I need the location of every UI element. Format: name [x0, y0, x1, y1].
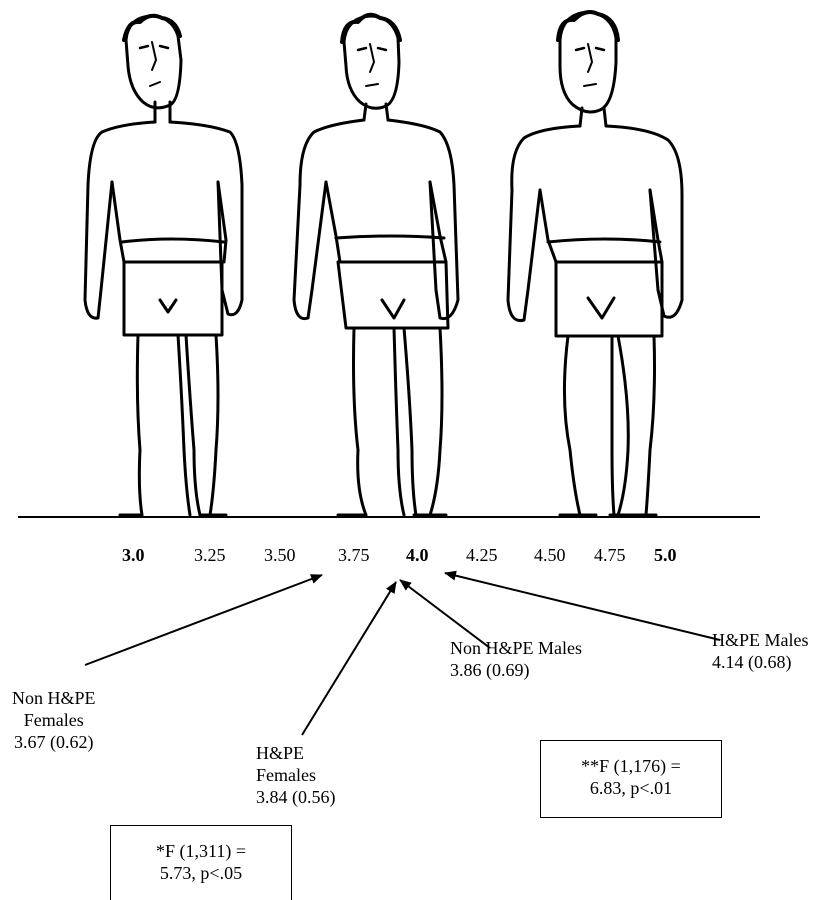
tick-3-0: 3.0 [122, 545, 145, 566]
females-stat-box: *F (1,311) = 5.73, p<.05 [110, 825, 292, 900]
tick-4-75: 4.75 [594, 545, 626, 566]
medium-figure [294, 15, 458, 515]
large-figure [508, 12, 682, 515]
tick-3-50: 3.50 [264, 545, 296, 566]
stat-line: 5.73, p<.05 [111, 862, 291, 884]
tick-4-0: 4.0 [406, 545, 429, 566]
label-line: Females [256, 764, 336, 786]
tick-4-25: 4.25 [466, 545, 498, 566]
tick-3-25: 3.25 [194, 545, 226, 566]
arrow-non-hpe-females [85, 575, 322, 665]
stat-line: **F (1,176) = [541, 755, 721, 777]
males-stat-box: **F (1,176) = 6.83, p<.01 [540, 740, 722, 818]
label-line: 3.84 (0.56) [256, 786, 336, 808]
label-non-hpe-females: Non H&PE Females 3.67 (0.62) [12, 687, 96, 753]
tick-5-0: 5.0 [654, 545, 677, 566]
stat-line: 6.83, p<.01 [541, 777, 721, 799]
arrow-hpe-females [302, 582, 396, 735]
label-hpe-females: H&PE Females 3.84 (0.56) [256, 742, 336, 808]
label-line: Non H&PE [12, 687, 96, 709]
label-line: Females [12, 709, 96, 731]
tick-3-75: 3.75 [338, 545, 370, 566]
label-non-hpe-males: Non H&PE Males 3.86 (0.69) [450, 637, 582, 681]
label-line: H&PE Males [712, 629, 809, 651]
label-line: 3.86 (0.69) [450, 659, 582, 681]
label-line: Non H&PE Males [450, 637, 582, 659]
slim-figure [85, 16, 242, 515]
label-line: 3.67 (0.62) [12, 731, 96, 753]
stat-line: *F (1,311) = [111, 840, 291, 862]
tick-4-50: 4.50 [534, 545, 566, 566]
label-hpe-males: H&PE Males 4.14 (0.68) [712, 629, 809, 673]
arrow-hpe-males [445, 573, 720, 640]
label-line: 4.14 (0.68) [712, 651, 809, 673]
label-line: H&PE [256, 742, 336, 764]
